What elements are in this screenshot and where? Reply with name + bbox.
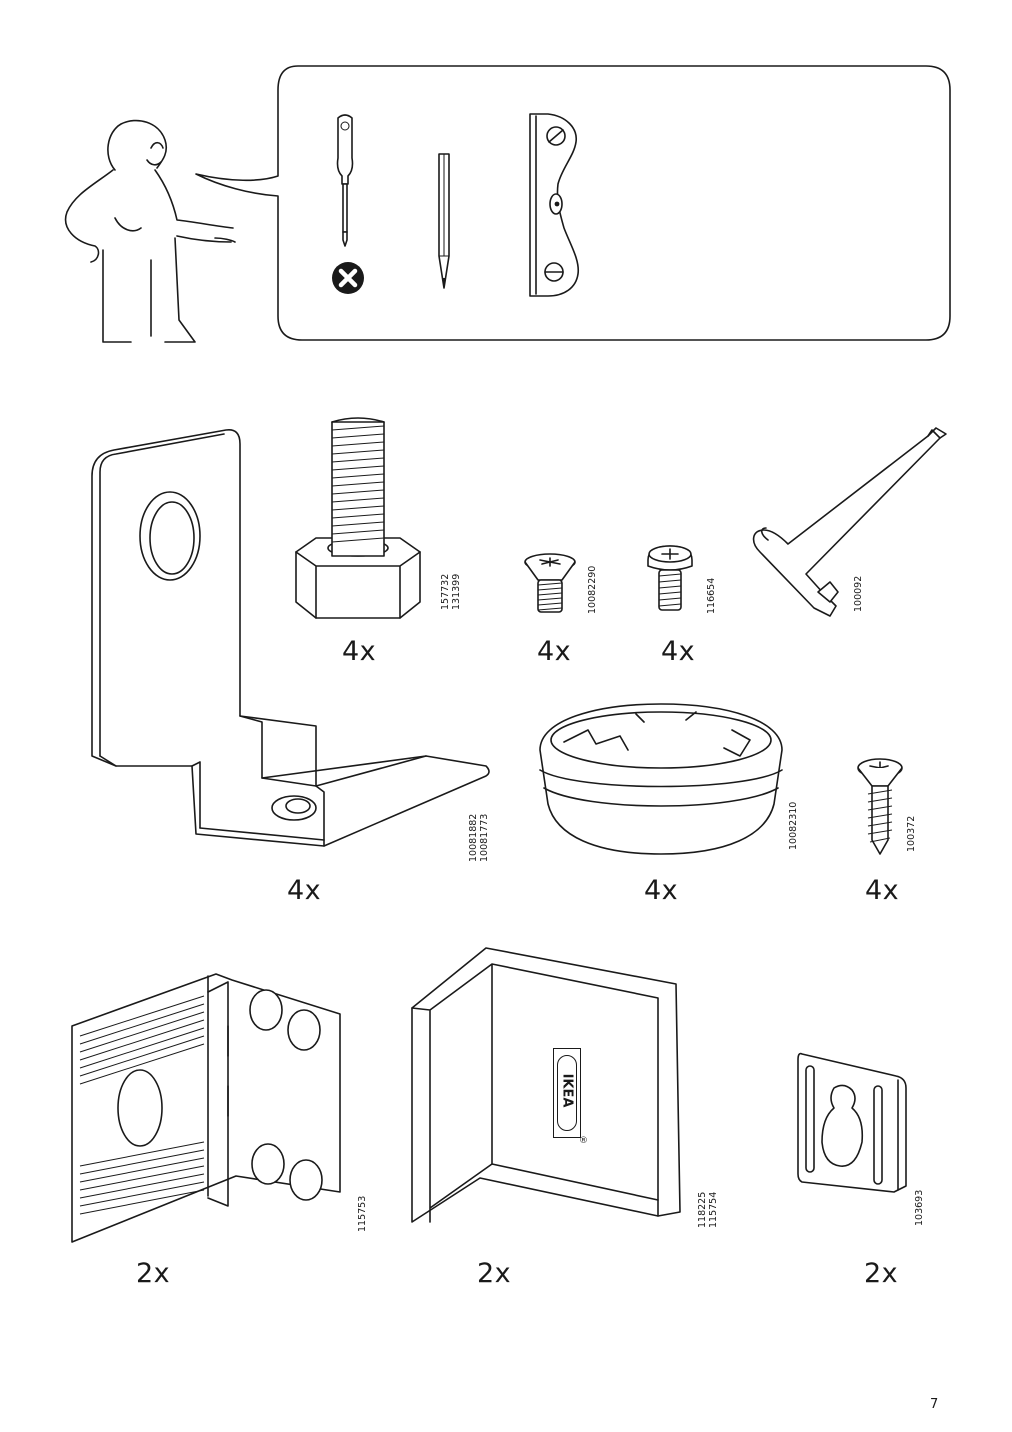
part-code: 100092 <box>853 575 864 612</box>
part-code: 115753 <box>357 1195 368 1232</box>
ikea-logo: IKEA <box>553 1048 581 1138</box>
part-quantity: 4x <box>661 636 696 667</box>
part-quantity: 4x <box>537 636 572 667</box>
bent-bracket-part <box>86 426 496 856</box>
wood-screw-part <box>854 756 906 858</box>
pencil-icon <box>436 152 454 294</box>
ikea-logo-text: IKEA <box>559 1073 575 1108</box>
part-quantity: 4x <box>644 875 679 906</box>
spirit-level-icon <box>526 112 582 298</box>
part-quantity: 4x <box>865 875 900 906</box>
part-quantity: 4x <box>342 636 377 667</box>
part-quantity: 4x <box>287 875 322 906</box>
threaded-foot-part <box>288 412 428 624</box>
part-code: 116654 <box>706 577 717 614</box>
ikea-man-figure <box>55 110 285 345</box>
part-code: 10082310 <box>788 801 799 850</box>
cross-circle-icon <box>332 262 364 294</box>
part-code: 10082290 <box>587 565 598 614</box>
foot-cup-part <box>536 700 786 858</box>
part-quantity: 2x <box>477 1258 512 1289</box>
part-code: 103693 <box>914 1189 925 1226</box>
allen-key-part <box>746 424 948 624</box>
pan-head-screw-part <box>644 542 696 616</box>
tools-speech-bubble <box>190 64 952 344</box>
angle-block-part <box>408 946 688 1224</box>
part-quantity: 2x <box>136 1258 171 1289</box>
part-code: 100372 <box>906 815 917 852</box>
page-number: 7 <box>930 1397 939 1412</box>
flat-head-screw-part <box>522 552 578 618</box>
corner-plate-part <box>68 966 346 1244</box>
screwdriver-phillips-icon <box>330 112 360 252</box>
part-quantity: 2x <box>864 1258 899 1289</box>
keyhole-hanger-part <box>796 1046 912 1196</box>
registered-mark-icon: ® <box>579 1136 588 1146</box>
